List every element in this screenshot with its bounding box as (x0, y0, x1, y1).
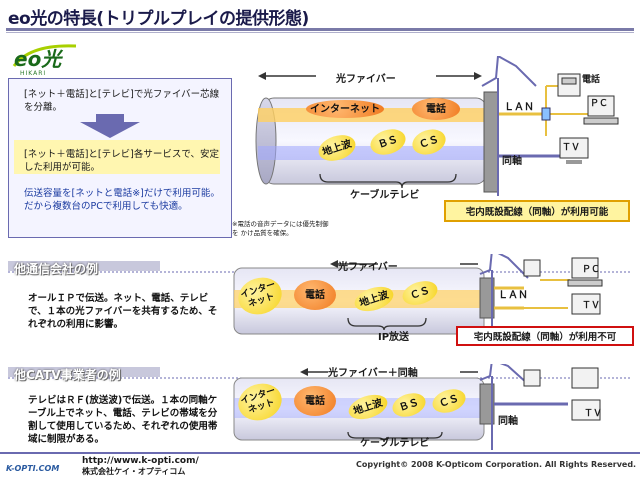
page-title: eo光の特長(トリプルプレイの提供形態) (8, 9, 309, 29)
section3-title: 他CATV事業者の例 (14, 368, 121, 382)
fiber-coax-label: 光ファイバー＋同軸 (328, 368, 418, 379)
logo-subtext: HIKARI (20, 70, 47, 77)
footnote-line-2: を かけ品質を確保。 (232, 229, 293, 237)
info-line-2: [ネット＋電話]と[テレビ]各サービスで、安定した利用が可能。 (24, 149, 219, 173)
info-highlight (14, 140, 220, 174)
title-divider (6, 28, 634, 31)
device-phone-label: 電話 (582, 75, 601, 85)
info-line-3: 伝送容量を[ネットと電話※]だけで利用可能。だから複数台のPCで利用しても快適。 (24, 188, 220, 212)
device-pc-label-1: ＰＣ (590, 99, 609, 109)
lan-label-1: ＬＡＮ (504, 102, 534, 113)
footer-url-link[interactable]: http://www.k-opti.com/ (82, 456, 199, 466)
device-tv-label-3: ＴＶ (584, 409, 603, 419)
footer-divider (0, 452, 640, 454)
device-tv-label-1: ＴＶ (562, 143, 581, 153)
note-box-available: 宅内既設配線（同軸）が利用可能 (444, 200, 630, 222)
fiber-label-1: 光ファイバー (336, 74, 396, 85)
footer-logo: K-OPTI.COM (6, 464, 60, 473)
down-arrow-icon (80, 122, 140, 138)
lan-label-2: ＬＡＮ (498, 290, 528, 301)
device-pc-label-2: ＰＣ (582, 265, 601, 275)
pill-phone-1: 電話 (412, 98, 460, 120)
footnote-line-1: ※電話の音声データには優先制御 (232, 220, 329, 228)
down-arrow-shaft (96, 114, 124, 123)
footer-company: 株式会社ケイ・オプティコム (82, 467, 186, 476)
fiber-label-2: 光ファイバー (338, 262, 398, 273)
cable-tv-label-1: ケーブルテレビ (350, 190, 420, 201)
coax-label-1: 同軸 (502, 156, 522, 167)
cable-tv-label-3: ケーブルテレビ (360, 438, 430, 449)
ip-broadcast-label: IP放送 (378, 332, 410, 343)
logo-text: eo光 (14, 47, 63, 71)
eo-hikari-logo: eo光 (12, 44, 77, 71)
pill-internet-1: インターネット (306, 100, 384, 118)
pill-phone-2: 電話 (294, 280, 336, 310)
device-tv-label-2: ＴＶ (582, 301, 601, 311)
section3-body: テレビはＲＦ(放送波)で伝送。１本の同軸ケーブル上でネット、電話、テレビの帯域を… (28, 395, 218, 445)
info-line-1: [ネット＋電話]と[テレビ]で光ファイバー芯線を分離。 (24, 89, 220, 113)
section2-title: 他通信会社の例 (14, 262, 99, 276)
pill-phone-3: 電話 (294, 386, 336, 416)
section2-body: オールＩＰで伝送。ネット、電話、テレビで、１本の光ファイバーを共有するため、それ… (28, 293, 218, 330)
note-box-unavailable: 宅内既設配線（同軸）が利用不可 (456, 326, 634, 346)
coax-label-3: 同軸 (498, 416, 518, 427)
title-divider-thin (6, 32, 634, 33)
footer-copyright: Copyright© 2008 K-Opticom Corporation. A… (356, 460, 637, 469)
